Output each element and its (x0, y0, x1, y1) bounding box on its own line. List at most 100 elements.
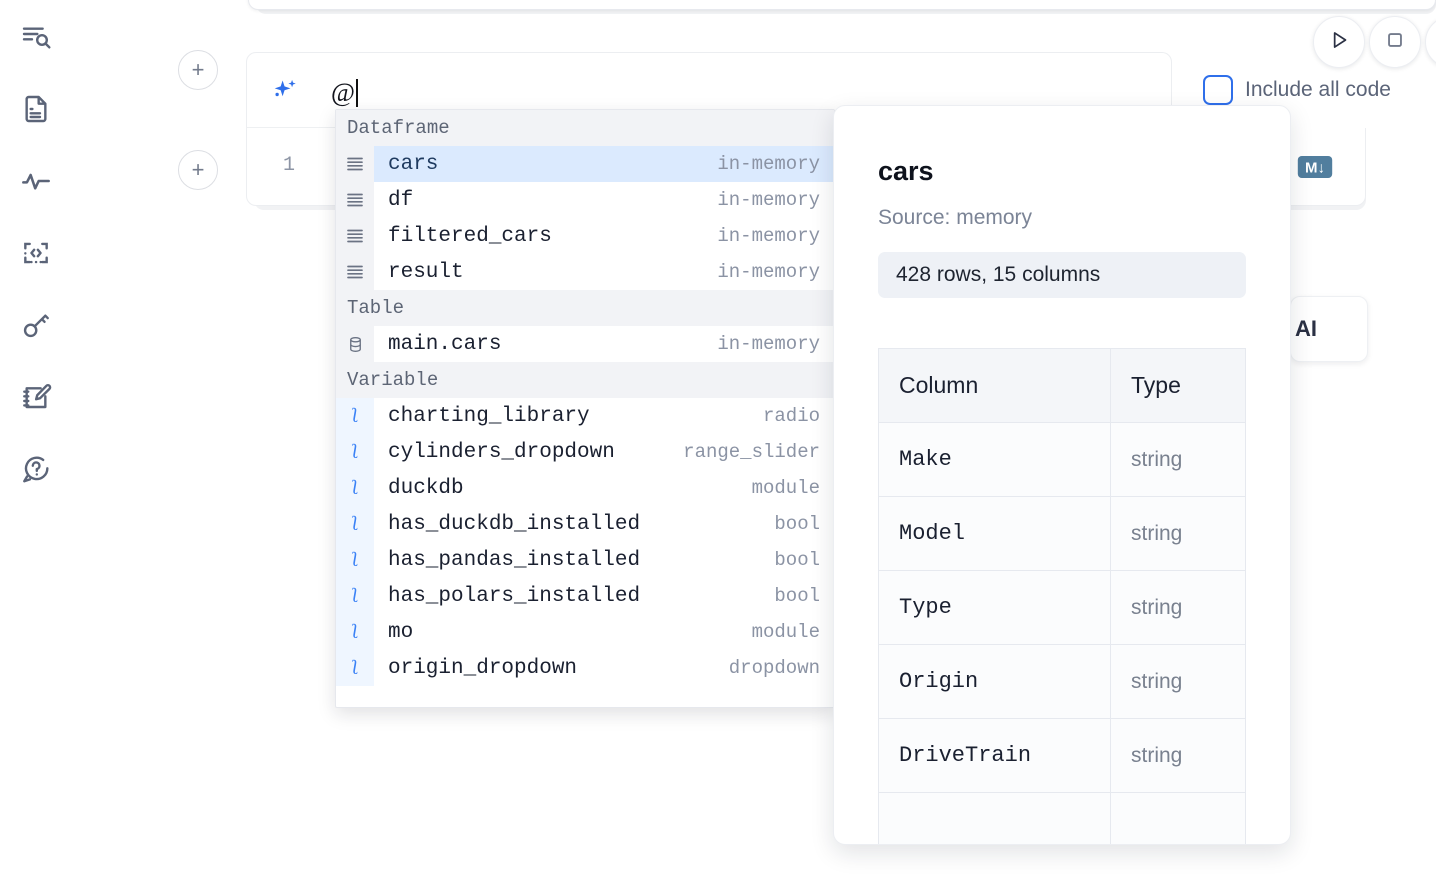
table-row-partial (878, 792, 1246, 844)
line-number: 1 (282, 154, 295, 177)
detail-source: Source: memory (878, 206, 1033, 229)
add-cell-above-button[interactable]: + (178, 50, 218, 90)
variable-v-icon: ʅ (336, 614, 374, 650)
activity-pulse-icon (20, 165, 52, 197)
autocomplete-item-name: duckdb (388, 476, 464, 500)
detail-shape-badge: 428 rows, 15 columns (878, 252, 1246, 298)
variable-v-icon: ʅ (336, 650, 374, 686)
database-icon (336, 326, 374, 362)
autocomplete-section-header: Dataframe (336, 110, 834, 146)
key-icon (20, 309, 52, 341)
autocomplete-item-type: in-memory (717, 225, 820, 247)
ai-prompt-input[interactable]: @ (331, 73, 1155, 113)
stop-square-icon (1382, 27, 1408, 58)
column-header-type: Type (1110, 348, 1246, 423)
autocomplete-item-type: dropdown (728, 657, 820, 679)
sidebar-item-secrets[interactable] (14, 303, 58, 347)
ai-prompt-value: @ (331, 78, 355, 107)
autocomplete-item-name: has_duckdb_installed (388, 512, 641, 536)
text-caret (355, 79, 358, 107)
plus-icon: + (191, 57, 205, 82)
variable-v-icon: ʅ (336, 470, 374, 506)
autocomplete-section-header: Variable (336, 362, 834, 398)
run-cell-button[interactable] (1313, 16, 1365, 68)
sidebar-item-explore-search[interactable] (14, 16, 58, 60)
autocomplete-item-name: cars (388, 152, 439, 176)
schema-column-name: Make (878, 422, 1111, 497)
cell-above-partial (248, 0, 1436, 10)
variable-v-icon: ʅ (336, 542, 374, 578)
autocomplete-item-type: in-memory (717, 333, 820, 355)
include-all-code-label: Include all code (1245, 78, 1391, 101)
autocomplete-item-type: in-memory (717, 153, 820, 175)
sidebar-item-variables[interactable] (14, 159, 58, 203)
variable-v-icon: ʅ (336, 398, 374, 434)
variable-v-icon: ʅ (336, 578, 374, 614)
dataframe-lines-icon (336, 218, 374, 254)
more-actions-button[interactable] (1425, 16, 1436, 68)
sidebar-item-notebook-file[interactable] (14, 87, 58, 131)
variable-v-icon: ʅ (336, 434, 374, 470)
play-triangle-icon (1326, 27, 1352, 58)
include-all-code-checkbox[interactable] (1203, 75, 1233, 105)
list-search-icon (20, 22, 52, 54)
autocomplete-item-type: in-memory (717, 189, 820, 211)
autocomplete-item-type: bool (774, 513, 820, 535)
autocomplete-item-type: module (751, 621, 820, 643)
generate-with-ai-card-partial[interactable]: AI (1290, 296, 1368, 362)
autocomplete-item-type: bool (774, 585, 820, 607)
sidebar-item-scratchpad[interactable] (14, 375, 58, 419)
autocomplete-item-name: origin_dropdown (388, 656, 578, 680)
autocomplete-item[interactable]: cars in-memory (336, 146, 834, 182)
autocomplete-item-name: df (388, 188, 414, 212)
variable-v-icon: ʅ (336, 506, 374, 542)
document-text-icon (20, 93, 52, 125)
schema-column-name: DriveTrain (878, 718, 1111, 793)
dataframe-lines-icon (336, 146, 374, 182)
markdown-icon[interactable]: M↓ (1297, 154, 1333, 185)
add-cell-below-button[interactable]: + (178, 150, 218, 190)
autocomplete-item[interactable]: ʅ charting_library radio (336, 398, 834, 434)
dataframe-lines-icon (336, 182, 374, 218)
dataframe-detail-panel: cars Source: memory 428 rows, 15 columns… (833, 105, 1291, 845)
autocomplete-item[interactable]: ʅ origin_dropdown dropdown (336, 650, 834, 686)
autocomplete-item-name: charting_library (388, 404, 590, 428)
column-header-column: Column (878, 348, 1111, 423)
ai-sparkle-icon (269, 77, 301, 109)
plus-icon: + (191, 157, 205, 182)
autocomplete-item-name: mo (388, 620, 414, 644)
autocomplete-item-name: cylinders_dropdown (388, 440, 615, 464)
autocomplete-item-type: bool (774, 549, 820, 571)
sidebar-item-snippets[interactable] (14, 231, 58, 275)
interrupt-button[interactable] (1369, 16, 1421, 68)
schema-column-type: string (1110, 496, 1246, 571)
autocomplete-item[interactable]: df in-memory (336, 182, 834, 218)
autocomplete-item[interactable]: ʅ has_duckdb_installed bool (336, 506, 834, 542)
schema-column-name (878, 792, 1111, 844)
svg-text:M↓: M↓ (1305, 160, 1325, 177)
schema-column-type (1110, 792, 1246, 844)
code-brackets-icon (20, 237, 52, 269)
autocomplete-item-type: radio (762, 405, 820, 427)
autocomplete-item-type: in-memory (717, 261, 820, 283)
schema-column-type: string (1110, 422, 1246, 497)
autocomplete-item-type: module (751, 477, 820, 499)
schema-column-name: Model (878, 496, 1111, 571)
sidebar-item-help[interactable] (14, 447, 58, 491)
chat-question-icon (20, 453, 52, 485)
schema-column-name: Type (878, 570, 1111, 645)
include-all-code-row: Include all code (1203, 75, 1391, 105)
schema-column-type: string (1110, 570, 1246, 645)
